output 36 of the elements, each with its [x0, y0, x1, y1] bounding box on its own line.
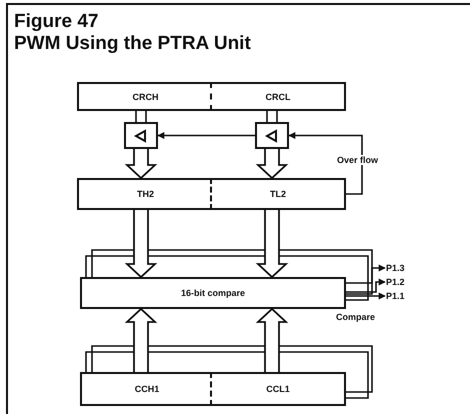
edge-label: Over flow	[336, 155, 380, 165]
bus-arrow	[124, 308, 158, 373]
arrow	[157, 132, 255, 139]
bus-arrow	[256, 209, 288, 278]
pin-label: P1.2	[386, 276, 414, 288]
register-box	[210, 178, 346, 210]
comparator-box	[80, 277, 346, 309]
bus-arrow	[124, 209, 158, 278]
buffer-box	[124, 122, 158, 149]
connector-line	[266, 110, 278, 123]
bus-arrow	[256, 308, 288, 373]
register-name: 16-bit compare	[180, 288, 246, 298]
register-box	[77, 82, 212, 111]
figure-number: Figure 47	[14, 11, 98, 33]
register-name: TH2	[136, 189, 154, 199]
pin-label: P1.3	[386, 262, 414, 274]
pin-label: P1.1	[386, 290, 414, 302]
register-name: CRCH	[132, 92, 158, 102]
signal-label: Compare	[336, 312, 376, 322]
buffer-box	[255, 122, 289, 149]
register-name: CCH1	[134, 384, 160, 394]
arrow	[346, 264, 386, 284]
bus-arrow	[256, 148, 288, 180]
register-name: CCL1	[266, 384, 290, 394]
arrow	[346, 278, 386, 293]
connector-line	[135, 110, 147, 123]
register-box	[77, 178, 212, 210]
register-name: CRCL	[266, 92, 290, 102]
arrow	[346, 292, 386, 300]
register-box	[210, 372, 346, 406]
figure-title: PWM Using the PTRA Unit	[14, 33, 251, 55]
bus-arrow	[124, 148, 158, 180]
arrow	[288, 132, 363, 195]
register-box	[80, 372, 212, 406]
register-name: TL2	[270, 189, 286, 199]
register-box	[210, 82, 346, 111]
